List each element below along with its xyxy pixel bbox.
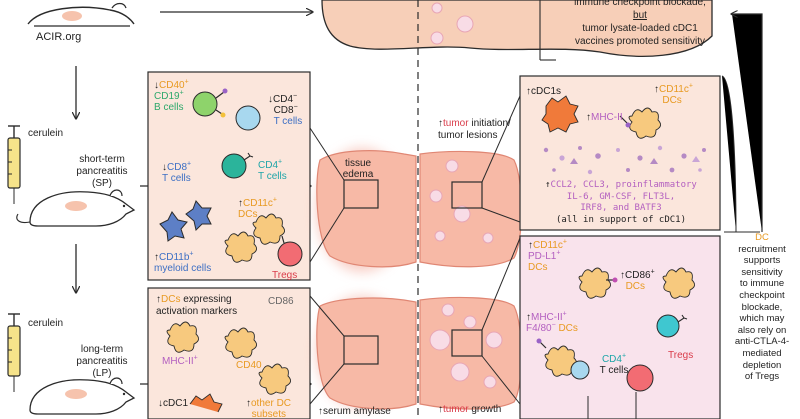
lp-panel: [147, 287, 311, 419]
lp-label: long-term pancreatitis (LP): [76, 344, 128, 379]
pancreas-lp: [316, 296, 417, 410]
acir-logo: ACIR.org: [36, 31, 82, 43]
lp-drug-label: cerulein: [28, 318, 64, 329]
cd11b-myeloid-label: ↑CD11b+ myeloid cells: [154, 250, 212, 274]
cd11c-dcs-label: ↑CD11c+ DCs: [238, 196, 277, 220]
treg-icon-sp: [277, 235, 303, 267]
dc-icons-right-bottom: [536, 267, 695, 377]
cd4-tcells-label: CD4+ T cells: [258, 158, 287, 182]
top-right-note: immune checkpoint blockade, but tumor ly…: [574, 0, 706, 47]
cd8-t-cell-icon: [221, 152, 254, 179]
mhc-label-lp: MHC-II+: [162, 354, 198, 367]
cd40-label-lp: CD40: [236, 360, 262, 371]
cd4neg-cd8neg-label: ↓CD4− CD8− T cells: [268, 92, 303, 127]
tregs-label-right: Tregs: [668, 350, 694, 361]
mouse-icon-lp: [29, 377, 136, 415]
cytokines-label: ↑CCL2, CCL3, proinflammatory IL-6, GM-CS…: [545, 180, 697, 225]
cd11c-dcs-right-top: ↑CD11c+ DCs: [654, 82, 693, 106]
tumor-initiation-label: ↑tumor initiation/ tumor lesions: [438, 118, 511, 141]
cd86-dcs-right: ↑CD86+ DCs: [620, 268, 655, 292]
dc-icons-lp: [166, 321, 291, 413]
dc-icon-right-top: [619, 107, 661, 139]
dc-icon-sp: [224, 213, 285, 263]
zoom-connectors: [309, 95, 521, 405]
dcs-activation-label: ↑DCs expressing activation markers: [156, 294, 238, 317]
sp-label: short-term pancreatitis (SP): [76, 154, 128, 189]
cdc1-icon: [541, 95, 579, 133]
cd86-label-lp: CD86: [268, 296, 294, 307]
tumor-pancreas-bottom: [419, 296, 523, 410]
b-cell-icon: [192, 88, 228, 118]
tumor-pancreas-top: [419, 150, 523, 268]
treg-icon-right: [626, 364, 654, 392]
sp-drug-label: cerulein: [28, 128, 64, 139]
cdc1s-label: ↑cDC1s: [526, 86, 562, 97]
mouse-icon-sp: [16, 189, 136, 227]
top-pancreas: [321, 0, 713, 57]
tissue-edema-label: tissue edema: [342, 158, 374, 180]
mhc-label-right-top: ↑MHC-II: [586, 112, 623, 123]
cd4-t-cell-icon-right: [656, 314, 688, 338]
syringe-icon-sp: [7, 125, 21, 204]
arrow-side-to-top: [732, 14, 763, 232]
mhc-f480-label: ↑MHC-II+ F4/80− DCs: [526, 310, 578, 334]
syringe-icon-lp: [7, 313, 21, 392]
cytokine-dots: [543, 145, 706, 175]
side-note: DC recruitment supports sensitivity to i…: [734, 232, 790, 383]
cd40-bcells-label: ↓CD40+ CD19+ B cells: [154, 78, 189, 113]
tregs-label-sp: Tregs: [272, 270, 298, 281]
tumor-growth-panel: [519, 235, 721, 419]
cd11c-pdl1-label: ↑CD11c+ PD-L1+ DCs: [528, 238, 567, 273]
tumor-growth-label: ↑tumor growth: [438, 404, 502, 415]
cd8-tcells-label: ↓CD8+ T cells: [162, 160, 192, 184]
t-cell-icon-right: [570, 360, 590, 380]
myeloid-cells-icon: [159, 200, 212, 242]
serum-amylase-label: ↑serum amylase: [318, 406, 391, 417]
cdc1-label-lp: ↓cDC1: [158, 398, 189, 409]
cd4-tcells-right: CD4+ T cells: [599, 352, 629, 376]
cd4-cd8-neg-t-cell-icon: [235, 105, 261, 131]
other-dc-label: ↑other DC subsets: [246, 398, 292, 419]
pancreas-sp: [316, 148, 417, 272]
top-mouse-icon: [27, 2, 135, 27]
